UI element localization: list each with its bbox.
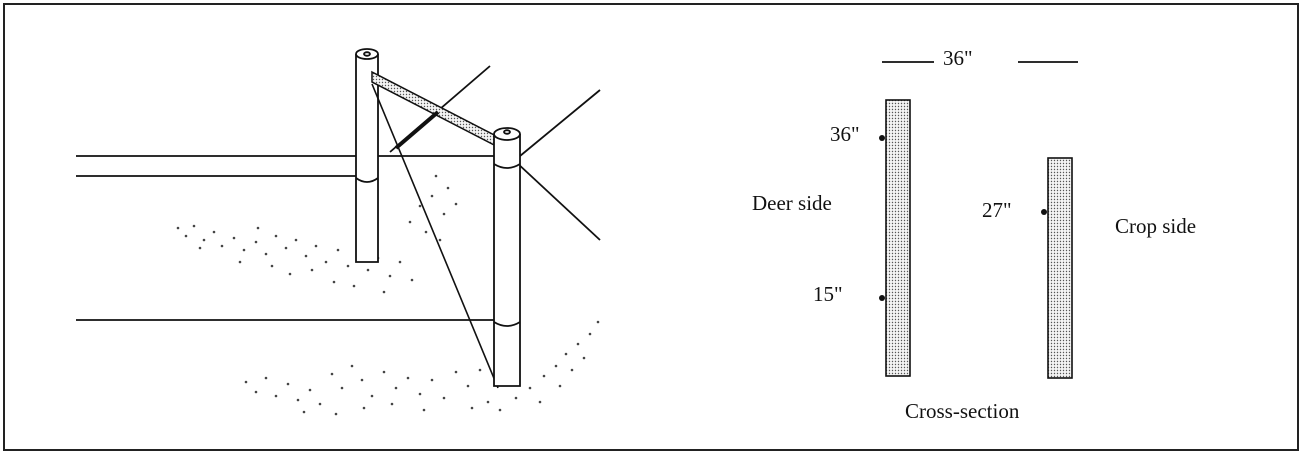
gravel-back [176,174,458,294]
brace-wire [371,83,499,389]
crop-side-post [1041,157,1073,379]
brace-rail [371,70,501,150]
deer-side-label: Deer side [752,191,832,215]
inner-wire-label: 27" [982,198,1012,222]
outer-wire-low-label: 15" [813,282,843,306]
front-post [493,127,521,387]
back-post [355,48,379,263]
gravel-front [244,320,600,416]
outer-wire-high-label: 36" [830,122,860,146]
deer-side-post [879,99,911,377]
dimension-label: 36" [943,46,973,70]
wire-marker-15 [879,295,885,301]
wire-marker-36 [879,135,885,141]
fence-wires [76,65,601,321]
diagram-frame [3,3,1299,451]
wire-top-right [519,89,601,157]
cross-section-caption: Cross-section [905,399,1020,423]
wire-low-right [515,161,601,241]
crop-side-label: Crop side [1115,214,1197,238]
wire-marker-27 [1041,209,1047,215]
